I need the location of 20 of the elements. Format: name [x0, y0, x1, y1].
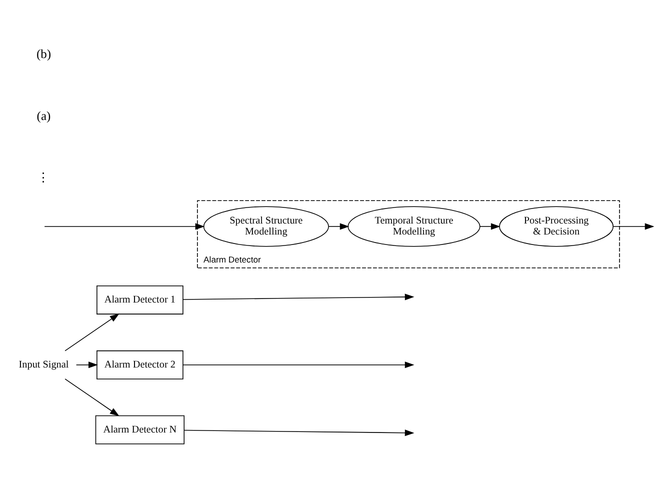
- arrow: [182, 362, 414, 368]
- arrow: [182, 294, 414, 300]
- node-box: Alarm Detector N: [95, 415, 184, 444]
- label: (a): [36, 108, 51, 123]
- node-ellipse: Temporal Structure Modelling: [348, 206, 480, 247]
- label: ⋮: [37, 170, 50, 185]
- label: (b): [36, 47, 52, 62]
- node-box: Alarm Detector 2: [96, 350, 184, 380]
- arrow: [76, 362, 98, 368]
- arrow: [328, 223, 350, 230]
- arrow: [64, 378, 120, 416]
- node-ellipse: Spectral Structure Modelling: [203, 206, 329, 247]
- arrow: [184, 430, 414, 436]
- node-ellipse: Post-Processing & Decision: [499, 206, 614, 247]
- arrow: [44, 223, 205, 230]
- arrow: [64, 314, 120, 352]
- node-box: Alarm Detector 1: [96, 286, 184, 314]
- node-text: Input Signal: [18, 360, 69, 371]
- arrow: [480, 223, 500, 230]
- arrow: [613, 223, 654, 230]
